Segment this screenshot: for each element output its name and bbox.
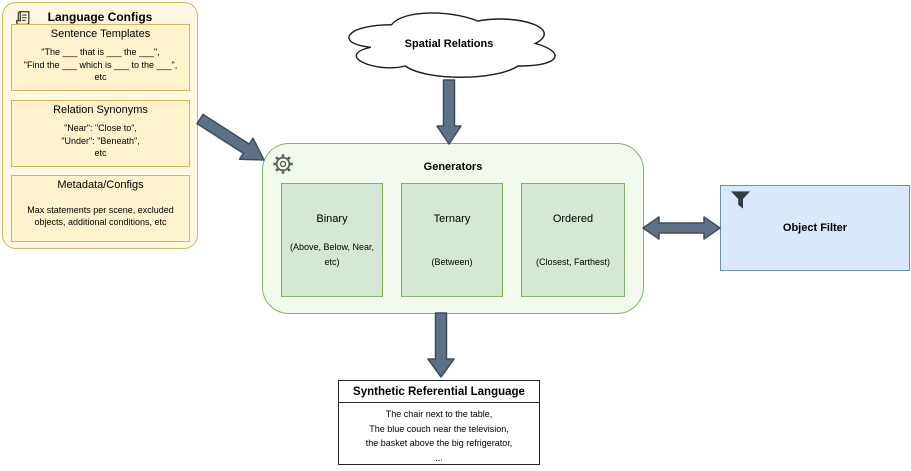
synonym-line: "Near": "Close to", <box>64 123 137 134</box>
synthetic-language-title: Synthetic Referential Language <box>339 381 539 403</box>
arrow-cloud-to-generators <box>436 79 462 145</box>
object-filter-title: Object Filter <box>782 222 848 234</box>
generators-title: Generators <box>423 161 483 173</box>
example-line: The chair next to the table, <box>385 409 493 419</box>
section-body: Max statements per scene, excluded objec… <box>12 191 189 241</box>
generator-ternary-box: Ternary (Between) <box>401 183 503 297</box>
language-configs-group: Language Configs Sentence Templates "The… <box>2 2 198 249</box>
arrow-generators-object-filter <box>642 216 721 240</box>
cloud-shape <box>348 12 556 78</box>
spatial-relations-title: Spatial Relations <box>404 37 494 50</box>
generator-detail: (Above, Below, Near, etc) <box>289 242 375 267</box>
synthetic-language-box: Synthetic Referential Language The chair… <box>338 380 540 465</box>
synonym-line: "Under": "Beneath", <box>61 135 140 146</box>
metadata-configs-box: Metadata/Configs Max statements per scen… <box>11 175 190 242</box>
generator-detail: (Between) <box>431 257 473 267</box>
section-body: "The ___ that is ___ the ___", "Find the… <box>12 40 189 90</box>
section-body: "Near": "Close to", "Under": "Beneath", … <box>12 116 189 166</box>
example-line: ... <box>435 452 443 463</box>
object-filter-box: Object Filter <box>720 185 910 271</box>
sentence-templates-box: Sentence Templates "The ___ that is ___ … <box>11 24 190 91</box>
arrow-configs-to-generators <box>196 113 265 161</box>
section-title: Relation Synonyms <box>53 104 148 116</box>
language-configs-title: Language Configs <box>47 10 153 24</box>
section-title: Sentence Templates <box>50 28 151 40</box>
synthetic-language-examples: The chair next to the table, The blue co… <box>339 403 539 465</box>
arrow-generators-to-output <box>427 312 455 378</box>
template-line: "Find the ___ which is ___ to the ___", <box>23 59 178 70</box>
generator-name: Ternary <box>433 213 471 225</box>
template-line: etc <box>94 72 107 83</box>
generator-name: Ordered <box>552 213 594 225</box>
spatial-relations-cloud: Spatial Relations <box>334 6 564 81</box>
relation-synonyms-box: Relation Synonyms "Near": "Close to", "U… <box>11 100 190 167</box>
generators-group: Generators Binary (Above, Below, Near, e… <box>262 143 644 314</box>
template-line: "The ___ that is ___ the ___", <box>41 47 160 58</box>
generator-ordered-box: Ordered (Closest, Farthest) <box>521 183 625 297</box>
filter-icon <box>730 190 751 210</box>
section-title: Metadata/Configs <box>57 179 144 191</box>
metadata-line: Max statements per scene, excluded objec… <box>27 204 174 228</box>
example-line: The blue couch near the television, <box>369 423 509 434</box>
generator-name: Binary <box>316 213 348 225</box>
generator-binary-box: Binary (Above, Below, Near, etc) <box>281 183 383 297</box>
gear-icon <box>272 153 294 175</box>
generator-detail: (Closest, Farthest) <box>535 257 611 267</box>
synonym-line: etc <box>94 148 107 159</box>
example-line: the basket above the big refrigerator, <box>365 438 513 449</box>
